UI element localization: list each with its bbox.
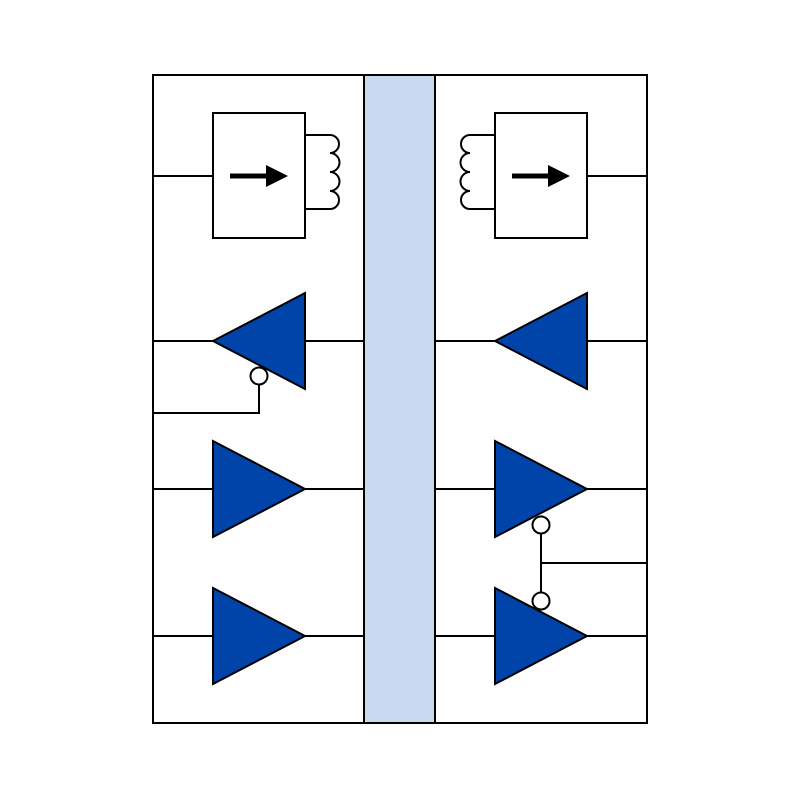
enable-bubble-left-1	[249, 366, 269, 386]
right-enable-network	[531, 515, 647, 611]
right-channel-2	[435, 439, 647, 539]
buffer-right-2	[494, 439, 590, 539]
buffer-right-1	[492, 291, 588, 391]
right-channel-1	[435, 291, 647, 391]
left-channel-3	[153, 586, 364, 686]
left-transformer-block	[153, 112, 341, 239]
enable-wire-left-1	[153, 384, 260, 414]
buffer-left-3	[212, 586, 308, 686]
enable-bubble-right-2	[531, 515, 551, 535]
buffer-left-1	[210, 291, 306, 391]
buffer-right-3	[494, 586, 590, 686]
right-channel-3	[435, 586, 647, 686]
enable-bubble-right-3	[531, 591, 551, 611]
isolation-barrier	[364, 75, 435, 723]
arrow-right-icon	[512, 165, 570, 187]
outer-frame	[152, 74, 648, 724]
left-channel-1	[153, 291, 364, 414]
buffer-left-2	[212, 439, 308, 539]
arrow-right-icon	[230, 165, 288, 187]
left-channel-2	[153, 439, 364, 539]
right-transformer-block	[459, 112, 647, 239]
coil-icon	[459, 134, 495, 210]
coil-icon	[305, 134, 341, 210]
